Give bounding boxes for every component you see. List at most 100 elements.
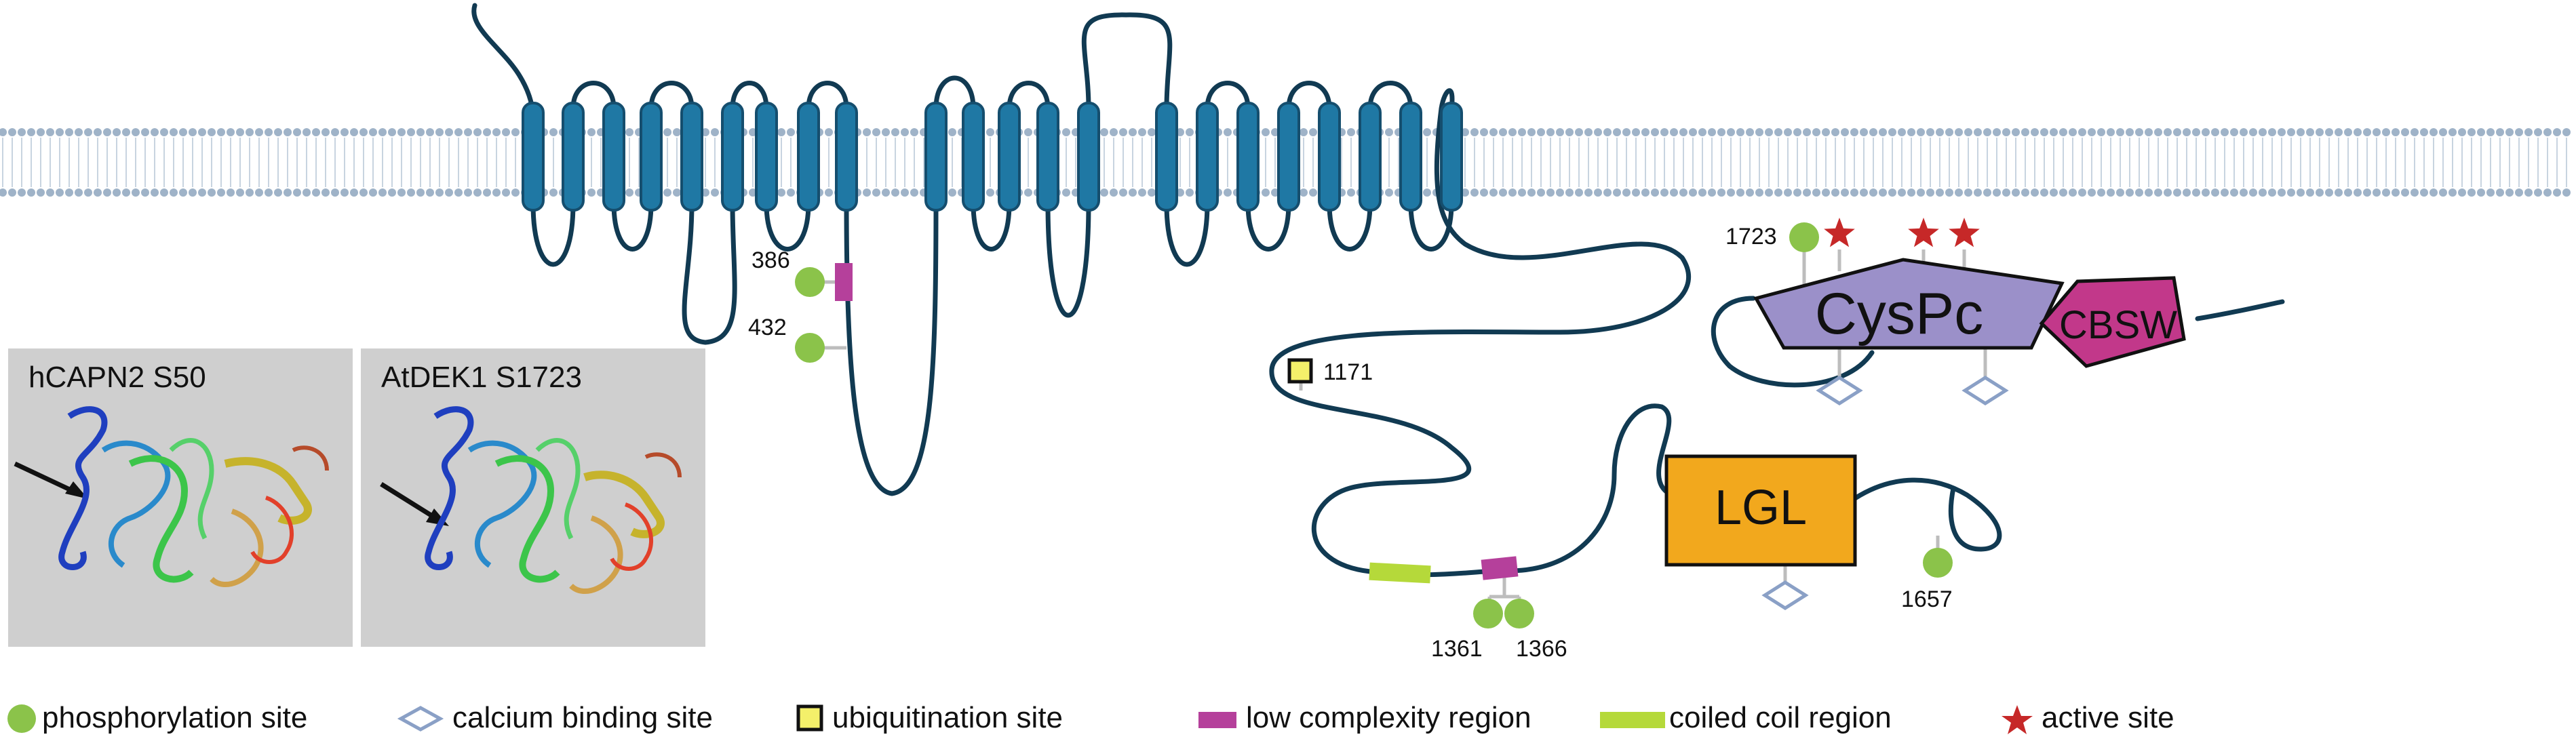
membrane-lipid-head [388,188,396,197]
low-complexity-region-1361 [1481,556,1519,580]
membrane-lipid-head [872,128,880,136]
membrane-lipid-head [236,188,244,197]
membrane-lipid-head [255,128,263,136]
membrane-lipid-head [1224,188,1232,197]
membrane-lipid-head [2164,188,2172,197]
phosphorylation-site-icon [7,704,36,733]
site-386-group: 386 [752,247,853,301]
phosphorylation-site-1366 [1504,599,1534,628]
membrane-lipid-head [340,188,349,197]
membrane-lipid-head [2297,128,2305,136]
membrane-lipid-head [1831,128,1839,136]
membrane-lipid-head [2059,128,2067,136]
membrane-lipid-head [502,188,510,197]
membrane-lipid-head [587,128,596,136]
membrane-lipid-head [511,188,520,197]
membrane-lipid-head [2135,128,2143,136]
membrane-lipid-head [711,188,719,197]
site-label-1366: 1366 [1516,636,1567,662]
membrane-lipid-head [84,188,92,197]
membrane-lipid-head [416,188,425,197]
tm-helix [797,102,820,212]
membrane-lipid-head [2173,128,2181,136]
membrane-lipid-head [863,188,871,197]
membrane-lipid-head [416,128,425,136]
site-label-432: 432 [748,315,787,340]
membrane-lipid-head [1537,188,1545,197]
membrane-lipid-head [2050,188,2058,197]
membrane-lipid-head [27,128,35,136]
membrane-lipid-head [454,128,463,136]
legend-active-site: active site [2001,701,2245,735]
membrane-lipid-head [673,188,681,197]
membrane-lipid-head [1822,188,1830,197]
membrane-lipid-head [2306,128,2314,136]
membrane-lipid-head [122,188,130,197]
membrane-lipid-head [1774,128,1782,136]
membrane-lipid-head [825,188,833,197]
membrane-lipid-head [445,188,453,197]
membrane-lipid-head [2458,188,2466,197]
membrane-lipid-head [0,128,7,136]
membrane-lipid-head [948,188,956,197]
membrane-lipid-head [170,128,178,136]
membrane-lipid-head [2050,128,2058,136]
membrane-lipid-head [882,188,890,197]
membrane-lipid-head [122,128,130,136]
membrane-lipid-head [825,128,833,136]
legend-label: phosphorylation site [42,701,308,734]
membrane-lipid-head [2031,188,2039,197]
membrane-lipid-head [1385,128,1393,136]
membrane-lipid-head [2040,128,2048,136]
membrane-lipid-head [217,188,225,197]
active-site-star-icon [2002,705,2033,734]
membrane-lipid-head [378,188,387,197]
membrane-lipid-head [2021,188,2029,197]
membrane-lipid-head [189,188,197,197]
membrane-lipid-head [2088,128,2096,136]
membrane-lipid-head [1546,188,1555,197]
membrane-lipid-head [872,188,880,197]
membrane-lipid-head [1651,188,1659,197]
membrane-lipid-head [1993,188,2001,197]
membrane-lipid-head [1603,128,1612,136]
membrane-lipid-head [293,128,301,136]
membrane-lipid-head [1518,188,1526,197]
membrane-lipid-head [711,128,719,136]
membrane-lipid-head [132,128,140,136]
membrane-lipid-head [103,188,111,197]
membrane-lipid-head [132,188,140,197]
site-label-386: 386 [752,247,790,273]
legend-label: ubiquitination site [832,701,1063,734]
membrane-lipid-head [901,128,909,136]
active-site-star [1824,218,1855,247]
membrane-lipid-head [2335,188,2343,197]
tm-helix [835,102,858,212]
membrane-lipid-head [2458,128,2466,136]
cbsw-domain-label: CBSW [2059,303,2177,347]
membrane-lipid-head [1888,188,1896,197]
calcium-binding-site-cyspc-1 [1816,376,1863,405]
membrane-lipid-head [2562,188,2571,197]
membrane-lipid-head [2543,128,2552,136]
legend-label: active site [2042,701,2174,734]
membrane-lipid-head [1594,128,1602,136]
membrane-lipid-head [1651,128,1659,136]
membrane-lipid-head [1860,128,1868,136]
membrane-lipid-head [2240,128,2248,136]
tm-helix [602,102,625,212]
membrane-lipid-head [2524,128,2533,136]
membrane-lipid-head [1470,188,1479,197]
coiled-coil-region [1369,562,1431,584]
membrane-lipid-head [2211,128,2219,136]
membrane-lipid-head [2012,128,2020,136]
membrane-lipid-head [1689,128,1697,136]
membrane-lipid-head [1622,128,1631,136]
membrane-lipid-head [1186,128,1194,136]
membrane-lipid-head [179,188,187,197]
membrane-lipid-head [1527,188,1536,197]
membrane-lipid-head [2278,128,2286,136]
membrane-lipid-head [1841,188,1849,197]
membrane-lipid-head [2268,128,2276,136]
membrane-lipid-head [1508,128,1517,136]
